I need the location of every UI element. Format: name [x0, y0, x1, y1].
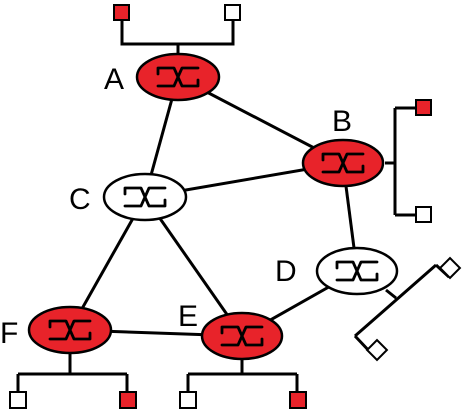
router-a-glyph-icon	[156, 66, 200, 88]
host-a-1[interactable]	[113, 4, 130, 21]
lan-wire-d	[353, 263, 451, 356]
lan-wire-b	[385, 106, 418, 217]
host-b-2[interactable]	[415, 206, 432, 223]
router-d[interactable]	[315, 246, 399, 296]
router-b-glyph-icon	[321, 152, 365, 174]
host-f-1[interactable]	[9, 391, 27, 409]
label-d: D	[275, 255, 297, 288]
lan-wire-e	[186, 359, 299, 393]
host-e-1[interactable]	[179, 391, 197, 409]
router-d-glyph-icon	[335, 260, 379, 282]
label-c: C	[69, 183, 91, 216]
lan-wire-f	[16, 346, 129, 393]
host-b-1[interactable]	[415, 99, 432, 116]
label-f: F	[0, 317, 18, 350]
host-f-2[interactable]	[119, 391, 137, 409]
host-a-2[interactable]	[224, 4, 241, 21]
label-a: A	[104, 63, 124, 96]
router-f[interactable]	[27, 305, 113, 355]
host-e-2[interactable]	[289, 391, 307, 409]
router-c-glyph-icon	[123, 186, 167, 208]
router-a[interactable]	[135, 52, 221, 102]
label-e: E	[178, 300, 198, 333]
label-b: B	[332, 105, 352, 138]
router-e-glyph-icon	[220, 325, 264, 347]
router-e[interactable]	[200, 311, 284, 361]
router-c[interactable]	[102, 172, 188, 222]
router-b[interactable]	[301, 138, 385, 188]
host-d-1[interactable]	[438, 256, 462, 280]
node-labels: A B C D E F	[0, 63, 352, 350]
link-c-e	[143, 196, 244, 337]
host-d-2[interactable]	[365, 338, 389, 362]
router-f-glyph-icon	[48, 319, 92, 341]
hosts	[9, 4, 462, 409]
